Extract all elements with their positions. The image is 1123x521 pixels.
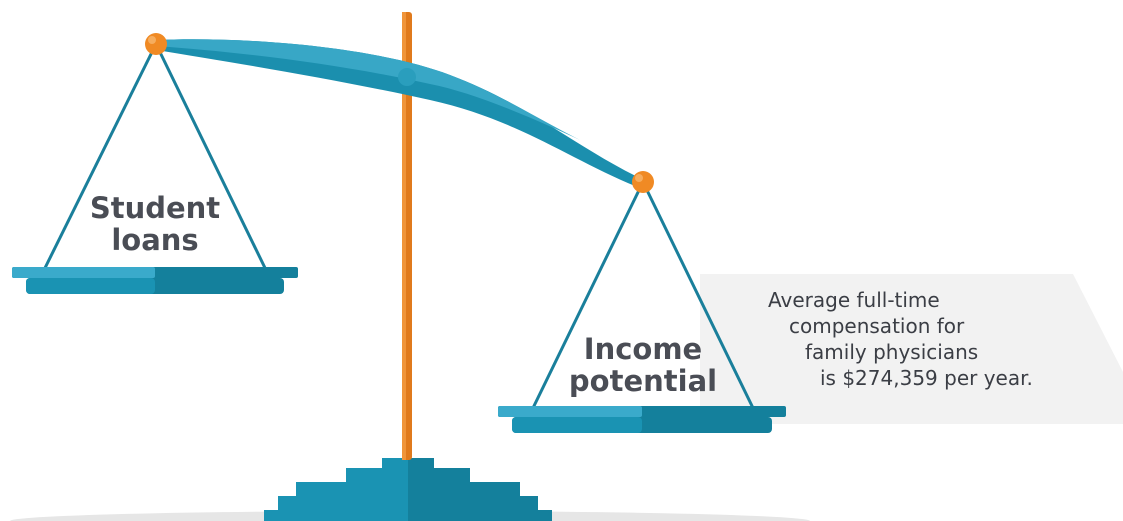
callout-line-3: family physicians — [805, 340, 979, 364]
left-pivot-knob — [145, 33, 167, 55]
left-pan-label: Student loans — [78, 192, 232, 257]
left-pan-label-line-2: loans — [111, 223, 199, 258]
callout-background — [700, 274, 1123, 424]
callout-line-2: compensation for — [789, 314, 965, 338]
left-pan — [12, 267, 298, 294]
right-pan-label: Income potential — [566, 333, 720, 398]
scale-base — [264, 458, 552, 521]
callout-line-4: is $274,359 per year. — [820, 366, 1033, 390]
left-pan-label-line-1: Student — [89, 191, 221, 225]
right-pan-label-line-1: Income — [583, 332, 703, 366]
right-pivot-knob — [632, 171, 654, 193]
compensation-callout: Average full-time compensation for famil… — [700, 287, 1100, 391]
right-pan — [498, 406, 786, 433]
right-pan-ropes — [531, 181, 755, 409]
right-pan-label-line-2: potential — [568, 364, 718, 399]
left-pan-ropes — [42, 43, 268, 271]
callout-line-1: Average full-time — [768, 288, 940, 312]
beam-center-joint — [398, 68, 416, 86]
